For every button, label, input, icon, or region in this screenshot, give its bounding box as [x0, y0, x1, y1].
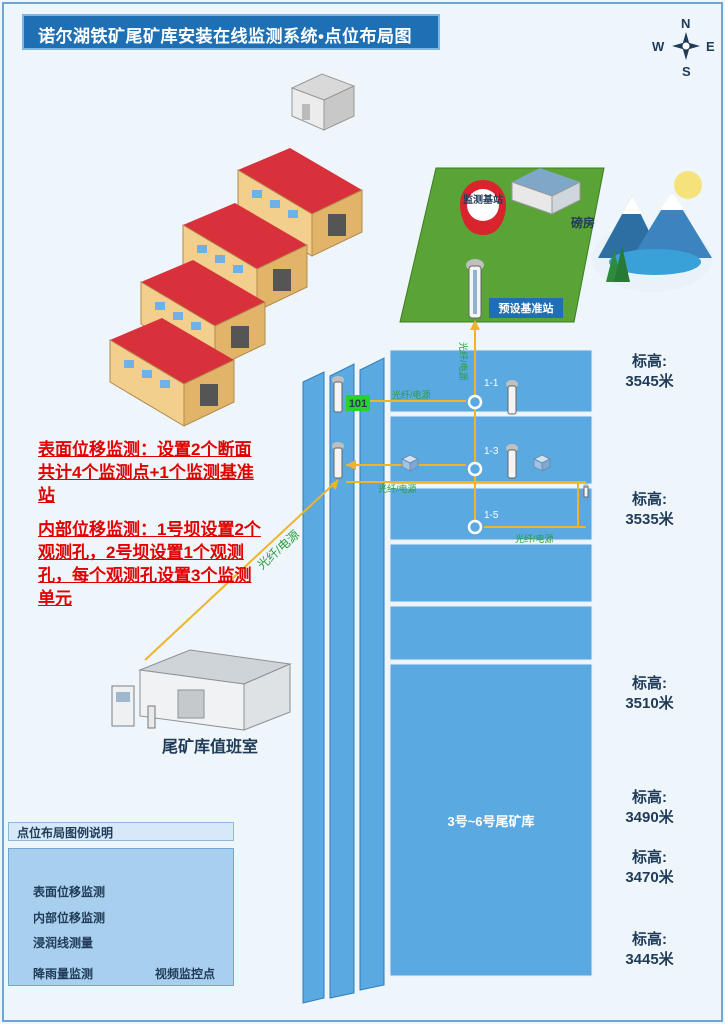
small-hut-icon — [290, 73, 356, 131]
seepage-cube-icon — [532, 454, 552, 472]
base-station-label: 预设基准站 — [499, 301, 554, 315]
note-surface-text: 表面位移监测：设置2个断面共计4个监测点+1个监测基准站 — [38, 440, 254, 505]
elevation-value: 3510米 — [625, 695, 674, 712]
elevation-label: 标高: — [632, 353, 667, 370]
pump-house-label: 磅房 — [571, 215, 595, 230]
note-surface: 表面位移监测：设置2个断面共计4个监测点+1个监测基准站 — [38, 438, 268, 507]
elevation-label: 标高: — [632, 849, 667, 866]
mountain-icon — [592, 171, 712, 292]
surface-monitor-icon — [332, 376, 344, 413]
point-label-1-3: 1-3 — [484, 446, 499, 457]
cable-label-vertical: 光纤/电源 — [458, 342, 469, 381]
elevation-value: 3535米 — [625, 511, 674, 528]
compass-s: S — [682, 64, 691, 79]
point-101-box — [346, 395, 370, 411]
elevation-label: 标高: — [632, 675, 667, 692]
compass-e: E — [706, 39, 715, 54]
elevation-3510: 标高: 3510米 — [612, 674, 687, 714]
elevation-3535: 标高: 3535米 — [612, 490, 687, 530]
compass-icon — [672, 32, 700, 60]
pin-label: 监测基站 — [463, 193, 503, 206]
surface-monitor-icon — [506, 444, 518, 479]
page-title: 诺尔湖铁矿尾矿库安装在线监测系统•点位布局图 — [38, 27, 412, 46]
elevation-value: 3445米 — [625, 951, 674, 968]
base-station-pin-icon — [460, 180, 506, 235]
cable-label-row3: 光纤/电源 — [515, 533, 554, 544]
tailings-sections — [389, 349, 593, 977]
internal-monitor-icon — [467, 461, 483, 477]
tailings-label: 3号~6号尾矿库 — [447, 814, 534, 829]
compass-n: N — [681, 16, 690, 31]
elevation-value: 3545米 — [625, 373, 674, 390]
elevation-label: 标高: — [632, 491, 667, 508]
title-bar: 诺尔湖铁矿尾矿库安装在线监测系统•点位布局图 — [22, 14, 440, 50]
internal-monitor-icon — [467, 394, 483, 410]
legend-video-label: 视频监控点 — [155, 967, 216, 981]
note-internal: 内部位移监测：1号坝设置2个观测孔，2号坝设置1个观测孔，每个观测孔设置3个监测… — [38, 518, 268, 610]
compass-w: W — [652, 39, 665, 54]
duty-room-label: 尾矿库值班室 — [161, 739, 258, 756]
elevation-3470: 标高: 3470米 — [612, 848, 687, 888]
legend-surface-label: 表面位移监测 — [33, 885, 106, 899]
surface-monitor-icon — [332, 442, 344, 479]
base-station-pillar-icon — [466, 259, 484, 319]
elevation-3490: 标高: 3490米 — [612, 788, 687, 828]
cable-label-row2: 光纤/电源 — [378, 483, 417, 494]
legend-internal-label: 内部位移监测 — [33, 911, 106, 925]
legend-title: 点位布局图例说明 — [17, 826, 114, 840]
surface-monitor-icon — [583, 484, 589, 498]
dam-strips — [302, 357, 385, 1004]
control-cabinet-icon — [111, 685, 156, 729]
point-label-1-1: 1-1 — [484, 378, 499, 389]
point-label-1-5: 1-5 — [484, 510, 499, 521]
seepage-cube-icon — [400, 454, 420, 472]
pump-house-icon — [511, 168, 581, 215]
base-station-label-box — [489, 298, 563, 318]
elevation-3445: 标高: 3445米 — [612, 930, 687, 970]
note-internal-text: 内部位移监测：1号坝设置2个观测孔，2号坝设置1个观测孔，每个观测孔设置3个监测… — [38, 520, 261, 608]
elevation-3545: 标高: 3545米 — [612, 352, 687, 392]
elevation-value: 3470米 — [625, 869, 674, 886]
elevation-label: 标高: — [632, 931, 667, 948]
elevation-value: 3490米 — [625, 809, 674, 826]
legend-title-bar: 点位布局图例说明 — [8, 822, 234, 841]
elevation-label: 标高: — [632, 789, 667, 806]
point-label-101: 101 — [349, 398, 367, 410]
duty-room-building-icon — [138, 649, 292, 731]
legend-rain-label: 降雨量监测 — [33, 967, 94, 981]
cable-label-row1: 光纤/电源 — [392, 389, 431, 400]
legend-box: 表面位移监测 内部位移监测 浸润线测量 降雨量监测 视频监控点 — [8, 848, 234, 986]
warehouse-buildings-icon — [109, 148, 363, 427]
legend-seepage-label: 浸润线测量 — [33, 936, 94, 950]
internal-monitor-icon — [467, 519, 483, 535]
surface-monitor-icon — [506, 380, 518, 415]
